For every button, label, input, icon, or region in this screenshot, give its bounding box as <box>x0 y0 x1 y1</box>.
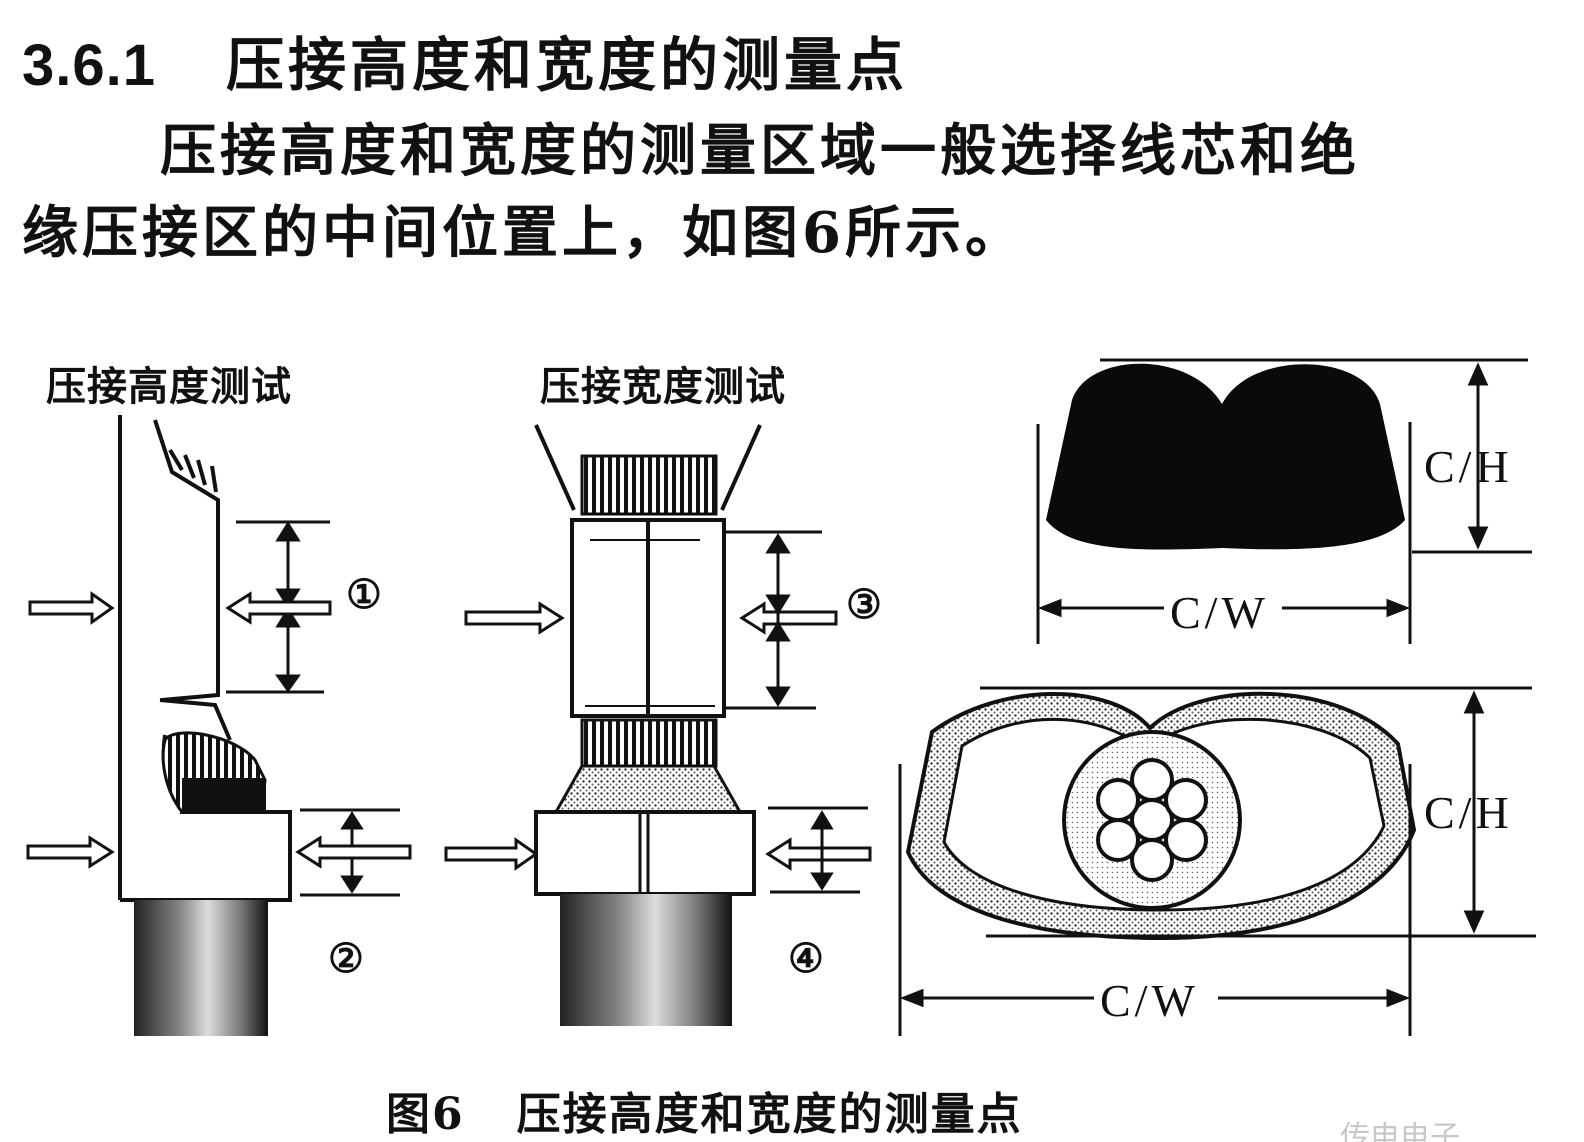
figure-number: 图6 <box>386 1089 465 1140</box>
paragraph-line-2: 缘压接区的中间位置上，如图6所示。 <box>22 200 1025 266</box>
marker-1: ① <box>346 571 382 618</box>
section-number: 3.6.1 <box>22 33 156 98</box>
ch-dimension-bottom <box>980 686 1536 938</box>
serration-bottom <box>580 718 718 768</box>
figure-title: 压接高度和宽度的测量点 <box>516 1089 1023 1140</box>
label-crimp-height-test: 压接高度测试 <box>46 363 292 410</box>
insulation-barrel <box>182 778 266 812</box>
wire-cylinder-middle <box>560 894 732 1026</box>
dimension-4 <box>768 806 868 894</box>
watermark: 传电电子 <box>1340 1120 1460 1142</box>
crimp-height-side-view <box>118 415 292 902</box>
marker-2: ② <box>328 935 364 982</box>
marker-4: ④ <box>788 935 824 982</box>
conductor-crimp-cross-section <box>1046 363 1405 550</box>
insulation-crimp <box>534 810 756 896</box>
cw-label-bottom: C/W <box>1100 975 1199 1026</box>
label-crimp-width-test: 压接宽度测试 <box>540 363 786 410</box>
cw-label-top: C/W <box>1170 587 1269 638</box>
probe-arrow-icon <box>26 591 872 871</box>
serration-top <box>580 454 718 516</box>
ch-label-bottom: C/H <box>1424 787 1513 838</box>
figure-caption: 图6 压接高度和宽度的测量点 <box>386 1078 1023 1142</box>
wire-cylinder-left <box>134 900 268 1036</box>
section-title: 压接高度和宽度的测量点 <box>226 31 909 99</box>
marker-3: ③ <box>846 581 882 628</box>
dimension-1 <box>226 520 330 694</box>
crimp-width-top-view <box>534 424 762 718</box>
barrel-serrations-icon <box>168 448 218 493</box>
ch-dimension-top <box>1100 358 1532 554</box>
cw-dimension-bottom <box>898 764 1412 1036</box>
conductor-strands <box>1096 758 1208 882</box>
transition-cone <box>553 764 743 814</box>
cw-dimension-top <box>1036 422 1412 644</box>
paragraph-line-1: 压接高度和宽度的测量区域一般选择线芯和绝 <box>160 118 1360 184</box>
section-heading: 3.6.1 压接高度和宽度的测量点 <box>22 18 908 102</box>
dimension-3 <box>724 530 822 710</box>
ch-label-top: C/H <box>1424 441 1513 492</box>
